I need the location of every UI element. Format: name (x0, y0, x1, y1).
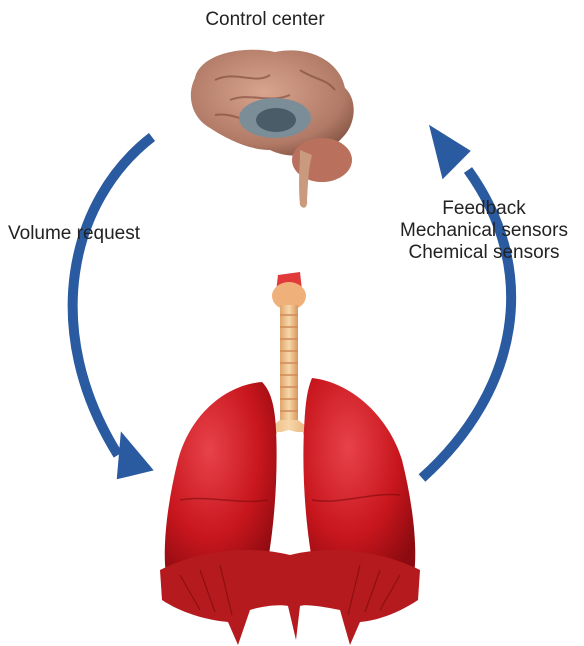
volume-request-arrow (73, 137, 154, 479)
control-center-label: Control center (0, 8, 530, 31)
volume-request-label: Volume request (8, 222, 140, 245)
feedback-label: Feedback (388, 198, 580, 220)
mechanical-sensors-label: Mechanical sensors (388, 220, 580, 242)
diaphragm-icon (160, 550, 420, 645)
feedback-label-group: Feedback Mechanical sensors Chemical sen… (388, 198, 580, 264)
feedback-arrow (422, 125, 511, 478)
chemical-sensors-label: Chemical sensors (388, 242, 580, 264)
brain-icon (191, 50, 354, 208)
